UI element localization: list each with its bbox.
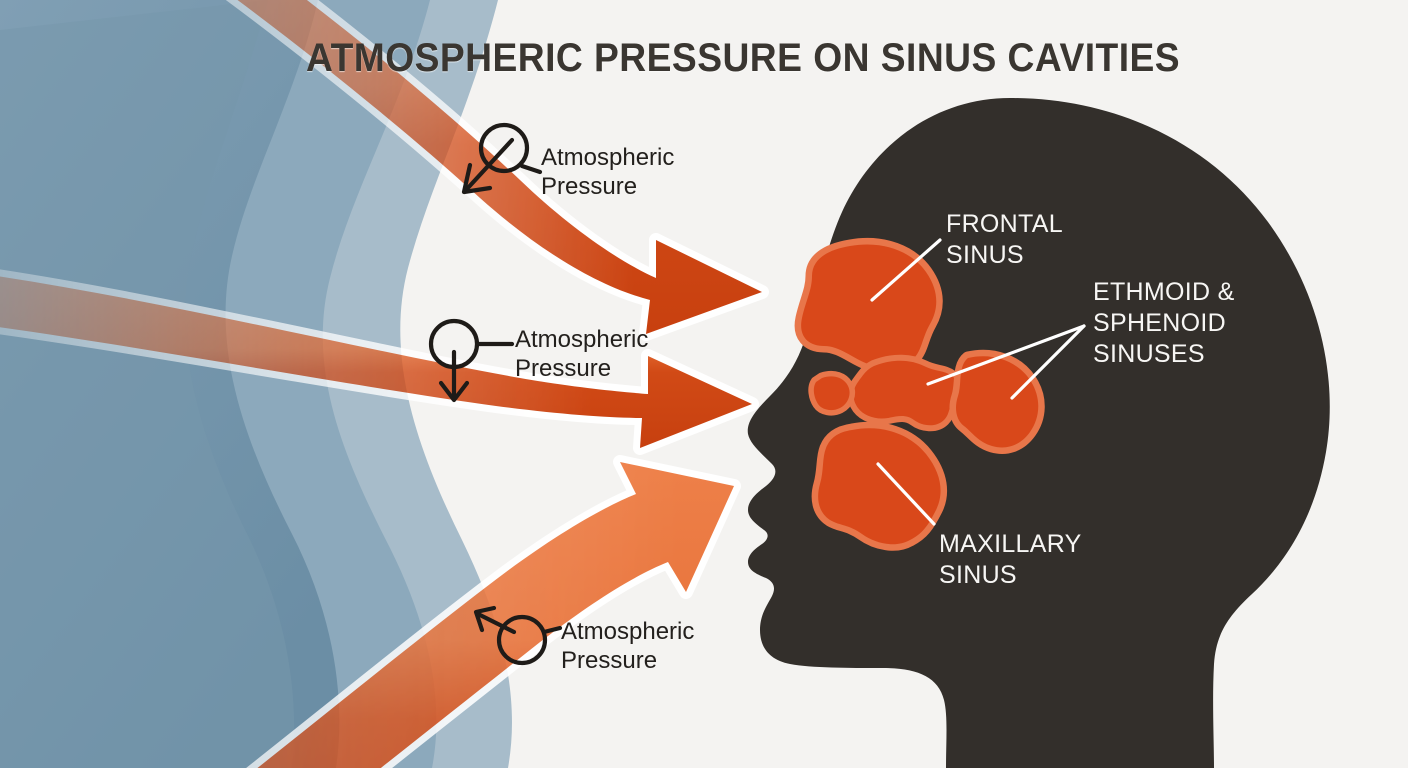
callout-label-middle: Atmospheric Pressure bbox=[515, 326, 649, 382]
callout-marker-top[interactable] bbox=[461, 122, 543, 195]
callout-label-top: Atmospheric Pressure bbox=[541, 144, 675, 200]
arrow-bottom bbox=[246, 455, 741, 768]
ethmoid-nub bbox=[808, 370, 856, 416]
callout-circle-bottom bbox=[496, 614, 548, 666]
sinus-label-maxillary: MAXILLARY SINUS bbox=[939, 530, 1082, 589]
callout-circle-top bbox=[478, 122, 530, 174]
arrow-top bbox=[225, 0, 769, 341]
leader-sphenoid bbox=[1010, 324, 1086, 400]
page-title: ATMOSPHERIC PRESSURE ON SINUS CAVITIES bbox=[306, 36, 1181, 80]
leader-ethmoid bbox=[926, 324, 1086, 386]
sinus-label-ethmoid-sphenoid: ETHMOID & SPHENOID SINUSES bbox=[1093, 278, 1235, 368]
callout-connector-bottom bbox=[541, 625, 563, 635]
callout-marker-middle[interactable] bbox=[428, 318, 515, 403]
wave-highlight bbox=[0, 0, 295, 768]
callout-marker-bottom[interactable] bbox=[473, 605, 563, 666]
leader-lines bbox=[870, 238, 1086, 526]
callout-label-bottom: Atmospheric Pressure bbox=[561, 618, 695, 674]
arrow-middle bbox=[0, 269, 759, 455]
callout-connector-top bbox=[519, 163, 543, 175]
sinus-label-frontal: FRONTAL SINUS bbox=[946, 210, 1063, 269]
maxillary-sinus bbox=[811, 421, 948, 551]
leader-maxillary bbox=[876, 462, 936, 526]
leader-frontal bbox=[870, 238, 942, 302]
